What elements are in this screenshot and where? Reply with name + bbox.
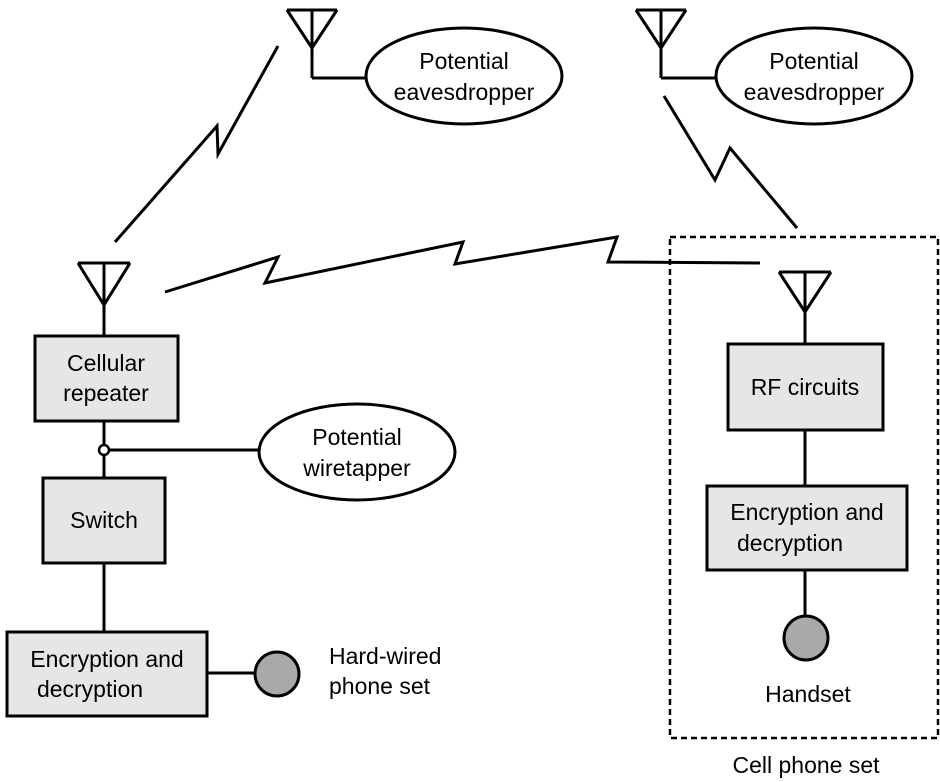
eavesdropper-right-label-line1: Potential	[769, 48, 859, 74]
encryption-right-box	[705, 484, 909, 572]
cell-phone-set-boundary	[668, 235, 940, 740]
encryption-left-label-line1: Encryption and	[30, 646, 183, 672]
rf-circuits-label: RF circuits	[751, 374, 860, 400]
switch-box	[41, 476, 167, 565]
antenna-icon	[76, 261, 132, 336]
antenna-icon	[634, 8, 716, 80]
handset-icon	[253, 650, 301, 698]
encryption-left-label-line2: decryption	[37, 676, 143, 702]
radio-link-repeater-to-phone	[164, 235, 761, 294]
antenna-icon	[285, 8, 367, 80]
cellular-repeater-label-line2: repeater	[63, 380, 149, 406]
eavesdropper-left-label-line2: eavesdropper	[394, 79, 535, 105]
eavesdropper-left-label-line1: Potential	[419, 48, 509, 74]
handset-icon	[782, 614, 830, 662]
radio-link-repeater-to-eavesdropper	[113, 45, 280, 243]
cell-phone-set-label: Cell phone set	[732, 752, 880, 778]
antenna-icon	[777, 270, 833, 344]
wiretapper-label-line2: wiretapper	[302, 455, 411, 481]
tap-junction-icon	[97, 443, 111, 457]
radio-link-phone-to-eavesdropper	[662, 95, 799, 229]
wiretapper-label-line1: Potential	[312, 424, 402, 450]
handset-label: Handset	[765, 681, 851, 707]
encryption-left-box	[5, 630, 209, 718]
eavesdropper-left-ellipse	[364, 26, 564, 126]
switch-label: Switch	[70, 507, 138, 533]
cellular-repeater-box	[33, 334, 180, 423]
encryption-right-label-line2: decryption	[737, 530, 843, 556]
eavesdropper-right-label-line2: eavesdropper	[744, 79, 885, 105]
rf-circuits-box	[726, 342, 885, 432]
wiretapper-ellipse	[257, 402, 457, 502]
encryption-right-label-line1: Encryption and	[730, 499, 883, 525]
cellular-repeater-label-line1: Cellular	[67, 350, 145, 376]
eavesdropper-right-ellipse	[714, 26, 914, 126]
hardwired-phone-label-line2: phone set	[329, 673, 431, 699]
hardwired-phone-label-line1: Hard-wired	[329, 643, 441, 669]
